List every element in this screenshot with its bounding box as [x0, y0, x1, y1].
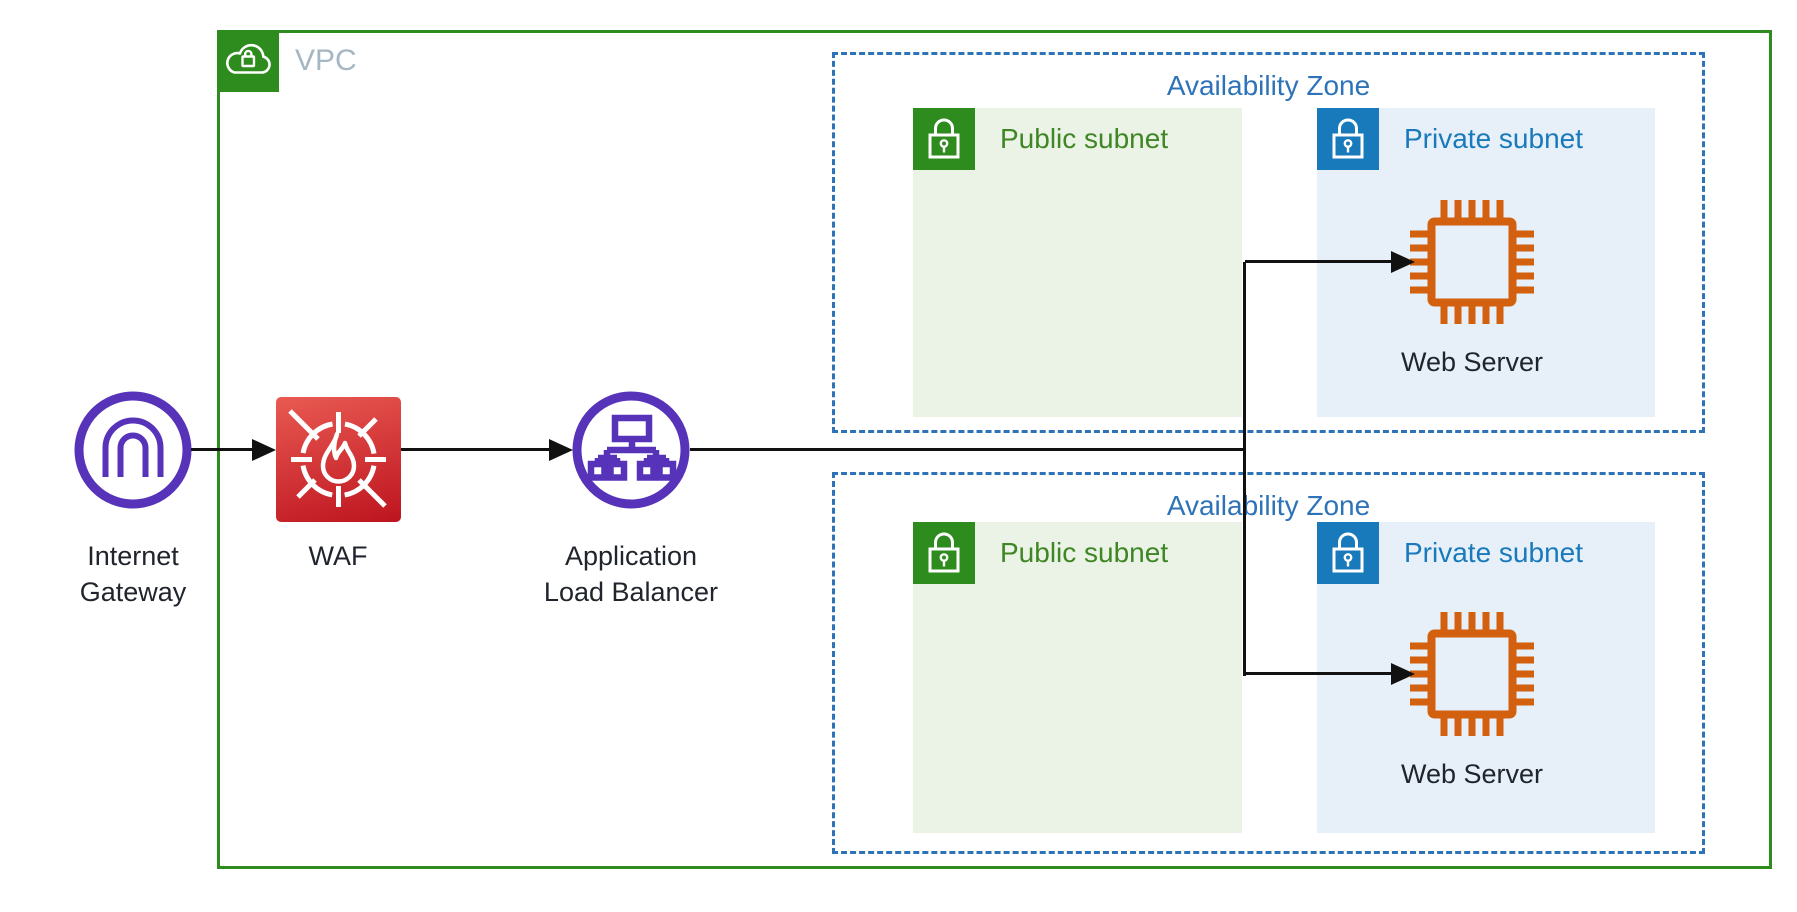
waf-label: WAF — [308, 541, 368, 571]
load-balancer-label-line2: Load Balancer — [543, 577, 719, 607]
cloud-lock-icon — [217, 30, 279, 92]
public-subnet-2-lock-icon — [913, 522, 975, 584]
connector-branch-to-web-server-2 — [1245, 672, 1392, 675]
load-balancer-label-line1: Application — [564, 541, 698, 571]
cloud-lock-glyph — [226, 43, 271, 74]
connector-gateway-to-waf — [191, 448, 253, 451]
internet-gateway-icon — [73, 390, 193, 510]
private-subnet-1-label: Private subnet — [1404, 123, 1583, 154]
availability-zone-2 — [832, 472, 1705, 854]
connector-alb-to-junction — [690, 448, 1246, 451]
private-subnet-2-label: Private subnet — [1404, 537, 1583, 568]
availability-zone-1 — [832, 52, 1705, 433]
private-subnet-2-lock-icon — [1317, 522, 1379, 584]
internet-gateway-label: Internet Gateway — [23, 538, 243, 610]
public-subnet-1-lock-icon — [913, 108, 975, 170]
availability-zone-1-label: Availability Zone — [1166, 70, 1371, 101]
public-subnet-1-label: Public subnet — [1000, 123, 1169, 154]
web-server-1-label: Web Server — [1400, 347, 1544, 377]
load-balancer-label: Application Load Balancer — [506, 538, 756, 610]
web-server-2-chip-icon — [1407, 609, 1537, 739]
load-balancer-icon — [571, 390, 691, 510]
web-server-2-label: Web Server — [1400, 759, 1544, 789]
private-subnet-1-lock-icon — [1317, 108, 1379, 170]
internet-gateway-label-line1: Internet — [87, 541, 179, 571]
connector-waf-to-alb — [401, 448, 550, 451]
availability-zone-2-label: Availability Zone — [1166, 490, 1371, 521]
waf-icon — [276, 397, 401, 522]
public-subnet-2-label: Public subnet — [1000, 537, 1169, 568]
internet-gateway-label-line2: Gateway — [79, 577, 187, 607]
arrowhead-into-alb — [549, 439, 573, 461]
vpc-label: VPC — [295, 44, 357, 77]
arrowhead-into-web-server-1 — [1391, 251, 1415, 273]
web-server-1-chip-icon — [1407, 197, 1537, 327]
connector-junction-vertical — [1243, 262, 1246, 676]
arrowhead-into-web-server-2 — [1391, 663, 1415, 685]
arrowhead-into-waf — [252, 439, 276, 461]
connector-branch-to-web-server-1 — [1245, 260, 1392, 263]
